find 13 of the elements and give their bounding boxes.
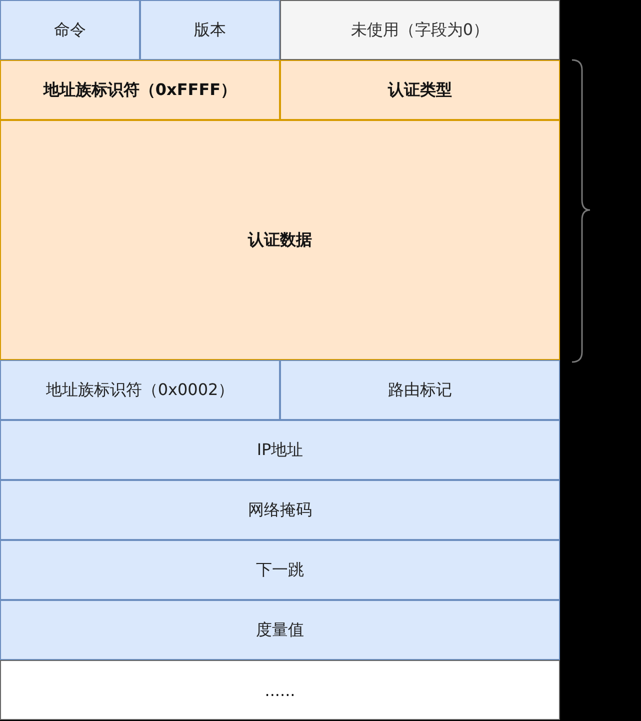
table-cell: 认证类型 — [280, 60, 560, 120]
table-cell: 命令 — [0, 0, 140, 60]
table-cell: 版本 — [140, 0, 280, 60]
table-cell: 度量值 — [0, 600, 560, 660]
table-cell: 路由标记 — [280, 360, 560, 420]
table-cell: IP地址 — [0, 420, 560, 480]
table-cell: 下一跳 — [0, 540, 560, 600]
table-cell: 网络掩码 — [0, 480, 560, 540]
table-cell: 认证数据 — [0, 120, 560, 360]
table-cell: 地址族标识符（0xFFFF） — [0, 60, 280, 120]
table-cell: ...... — [0, 660, 560, 720]
table-cell: 地址族标识符（0x0002） — [0, 360, 280, 420]
table-cell: 未使用（字段为0） — [280, 0, 560, 60]
